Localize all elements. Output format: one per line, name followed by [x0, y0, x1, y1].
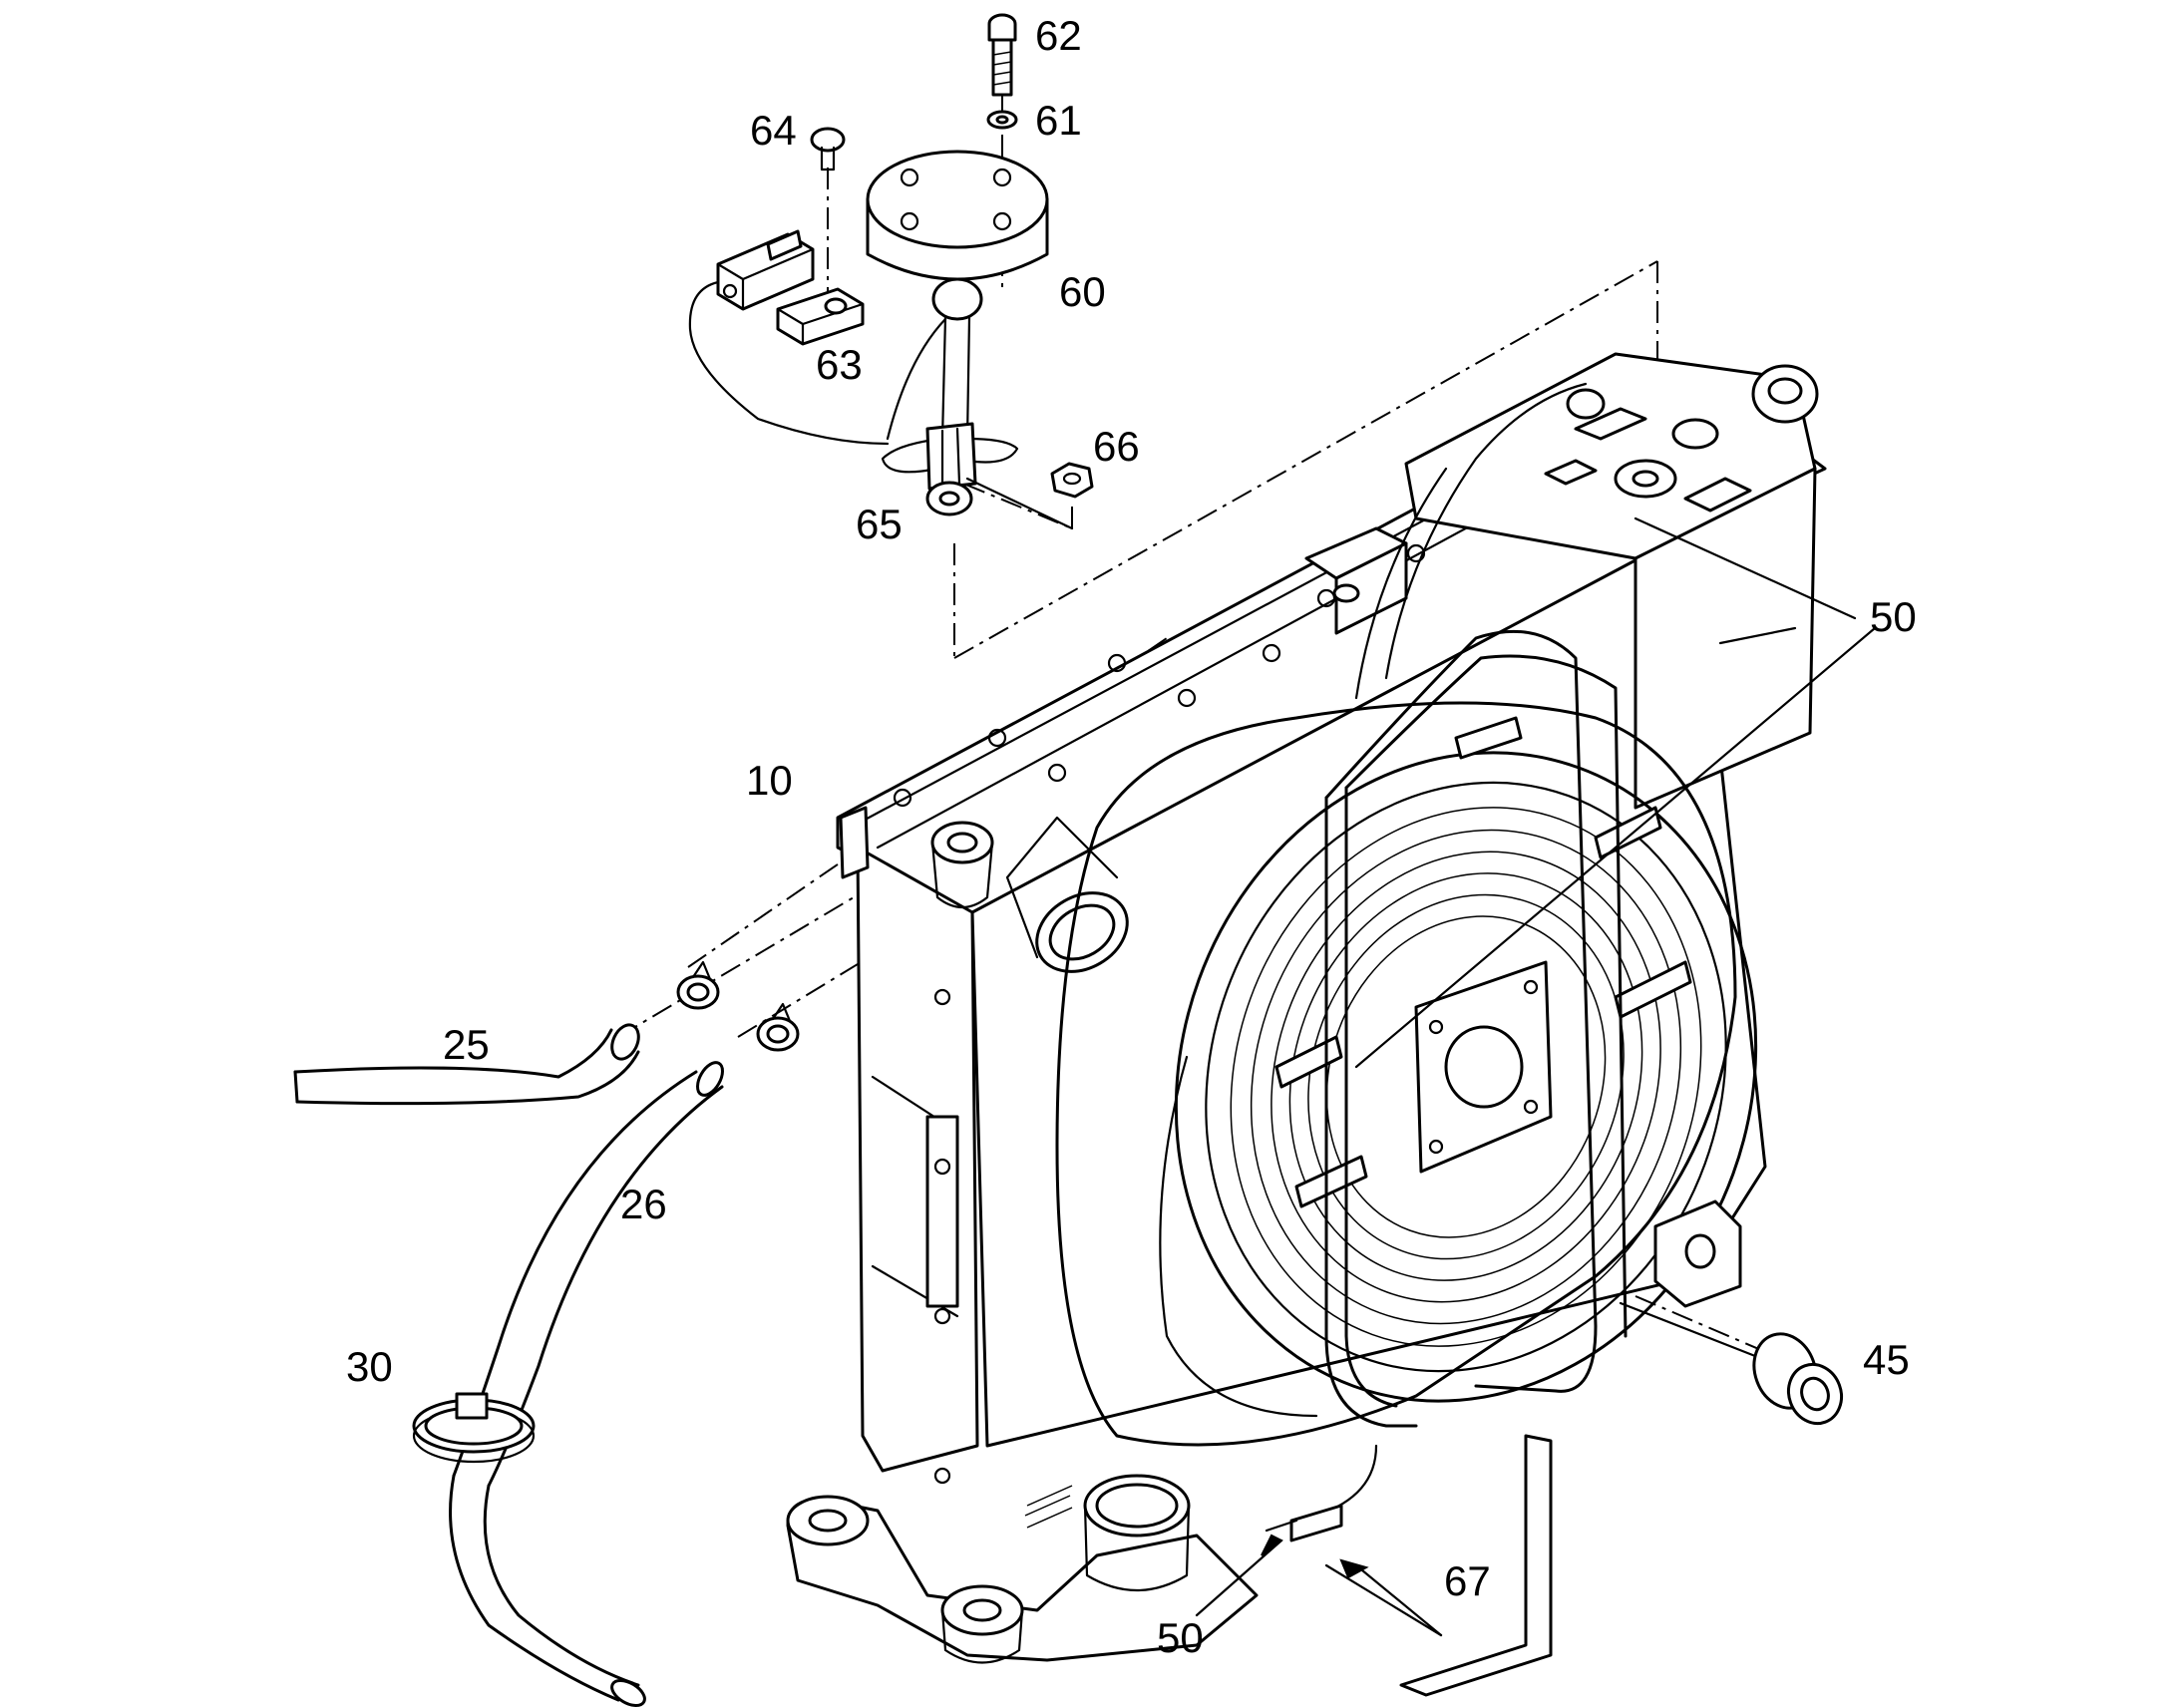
callout-25: 25 [443, 1021, 490, 1068]
radiator-core [786, 362, 1827, 1664]
callout-61: 61 [1035, 97, 1082, 144]
screw-64 [810, 127, 846, 171]
small-hose-clamps [676, 960, 800, 1052]
callout-26: 26 [620, 1181, 667, 1227]
callout-64: 64 [750, 107, 797, 154]
callout-62: 62 [1035, 12, 1082, 59]
callout-63: 63 [816, 341, 863, 388]
leader-lines [965, 477, 1877, 1637]
bolt-62 [987, 13, 1017, 97]
callout-10: 10 [746, 757, 793, 804]
hose-25 [293, 1023, 640, 1106]
callout-66: 66 [1093, 423, 1140, 470]
guard-frame-tube [1289, 382, 1628, 1542]
callout-30: 30 [346, 1343, 393, 1390]
callout-65: 65 [856, 501, 903, 547]
callout-50-top: 50 [1870, 593, 1917, 640]
callout-60: 60 [1059, 268, 1106, 315]
callout-labels: 62 61 64 60 63 66 65 50 10 25 26 30 45 6… [346, 12, 1917, 1661]
connector-clip-65 [925, 422, 977, 516]
bracket-63 [776, 287, 865, 346]
expansion-tank [1304, 352, 1819, 810]
washer-61 [986, 110, 1018, 130]
fan-guard [1174, 716, 1758, 1403]
hose-clamp-30 [412, 1392, 536, 1464]
seal-strip-67 [1399, 1434, 1553, 1697]
plug-connector-cable [688, 229, 890, 446]
nut-66 [1050, 462, 1094, 499]
level-sensor-60 [866, 150, 1049, 474]
callout-67: 67 [1444, 1557, 1491, 1604]
callout-45: 45 [1863, 1336, 1910, 1383]
fan-shroud [1055, 701, 1737, 1447]
callout-50-bottom: 50 [1157, 1614, 1204, 1661]
leader-arrowheads [1261, 1534, 1369, 1579]
hose-26 [449, 1061, 724, 1707]
drain-plug-45 [1653, 1199, 1843, 1426]
